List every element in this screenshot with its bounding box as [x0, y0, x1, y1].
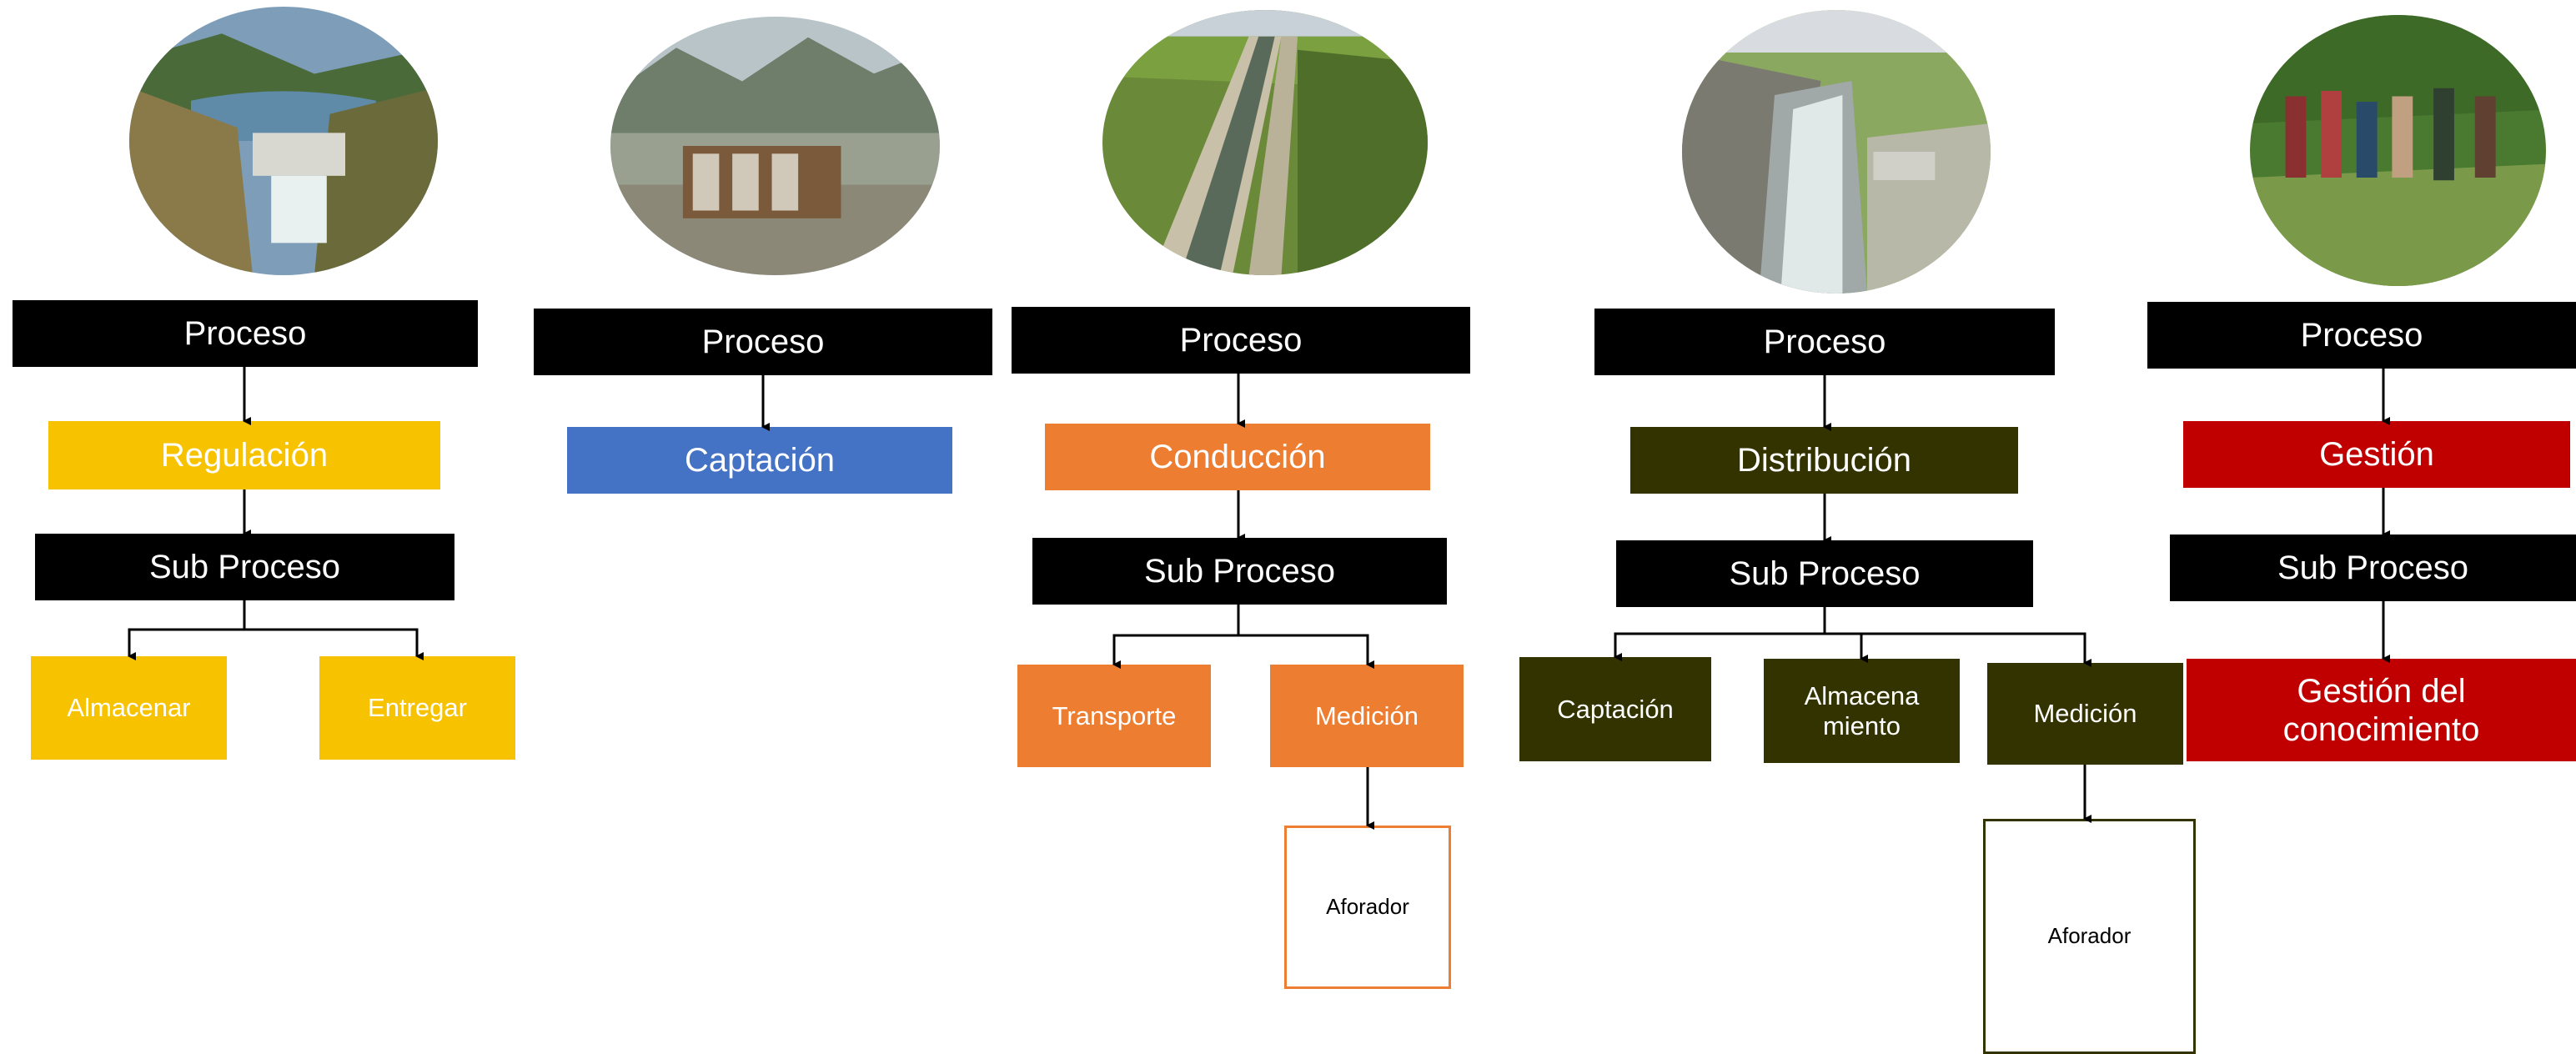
main-process-gestion: Gestión — [2183, 421, 2570, 488]
process-label-distribucion: Proceso — [1594, 309, 2055, 375]
branch-conduccion-right — [1238, 634, 1374, 669]
main-process-regulacion: Regulación — [48, 421, 440, 489]
process-label-conduccion: Proceso — [1012, 307, 1470, 374]
subprocess-label-gestion: Sub Proceso — [2170, 535, 2576, 601]
child-transporte: Transporte — [1017, 665, 1211, 767]
child-captacion-distribucion: Captación — [1519, 657, 1711, 761]
subchild-aforador-distribucion: Aforador — [1983, 819, 2196, 1054]
child-almacenamiento: Almacena miento — [1764, 659, 1960, 763]
subchild-aforador-conduccion: Aforador — [1284, 826, 1451, 989]
branch-distribucion — [1614, 607, 1826, 661]
branch-distribucion-mid — [1825, 632, 1868, 663]
subprocess-label-conduccion: Sub Proceso — [1032, 538, 1447, 605]
distribution-channel-photo — [1682, 10, 1991, 294]
child-gestion-del-conocimiento: Gestión del conocimiento — [2187, 659, 2576, 761]
process-label-captacion: Proceso — [534, 309, 992, 375]
child-entregar: Entregar — [319, 656, 515, 760]
field-group-photo — [2250, 15, 2546, 286]
subprocess-label-regulacion: Sub Proceso — [35, 534, 454, 600]
branch-conduccion — [1112, 605, 1240, 669]
dam-reservoir-photo — [129, 7, 438, 275]
process-label-gestion: Proceso — [2147, 302, 2576, 369]
main-process-conduccion: Conducción — [1045, 424, 1430, 490]
child-almacenar: Almacenar — [31, 656, 227, 760]
intake-structure-photo — [610, 17, 940, 275]
main-process-distribucion: Distribución — [1630, 427, 2018, 494]
child-medicion-distribucion: Medición — [1987, 663, 2183, 765]
branch-regulacion-right — [244, 628, 424, 660]
branch-regulacion — [128, 600, 246, 660]
main-process-captacion: Captación — [567, 427, 952, 494]
subprocess-label-distribucion: Sub Proceso — [1616, 540, 2033, 607]
canal-photo — [1102, 10, 1428, 275]
child-medicion-conduccion: Medición — [1270, 665, 1464, 767]
process-label-regulacion: Proceso — [13, 300, 478, 367]
